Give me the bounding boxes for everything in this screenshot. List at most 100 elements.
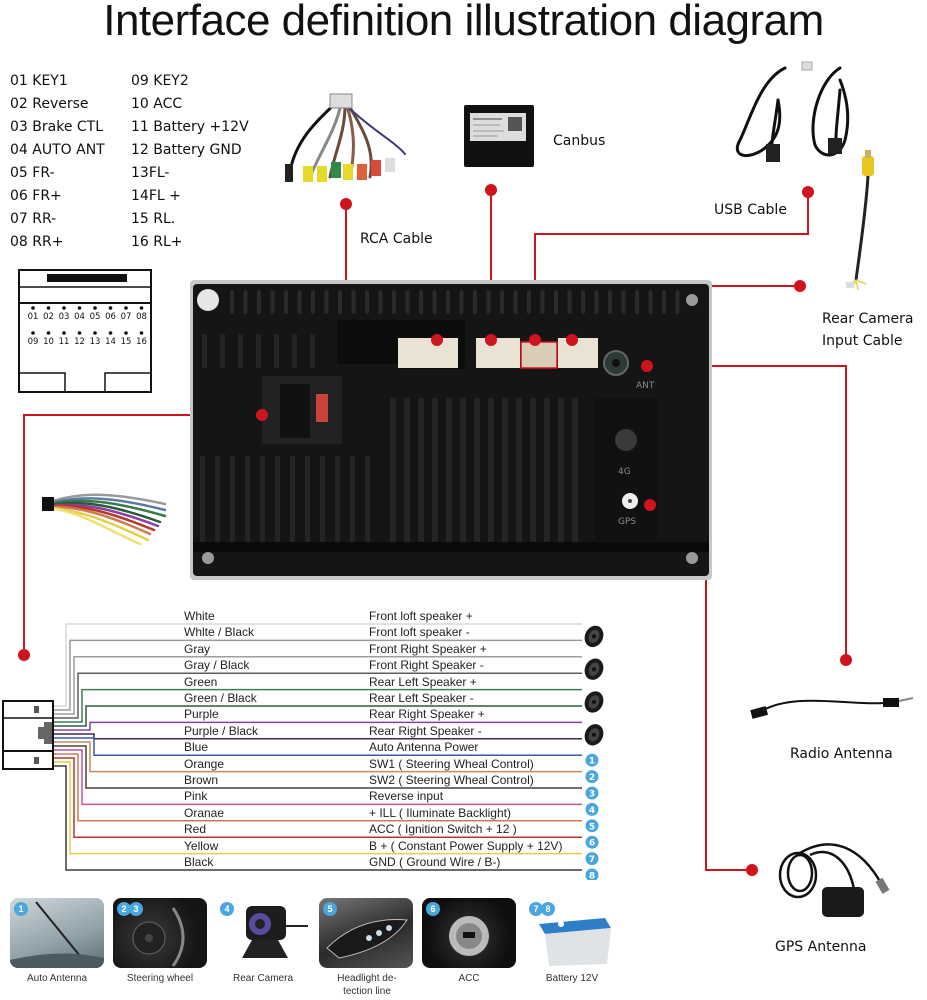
- pin-number: 07: [121, 312, 132, 322]
- wire-color-name: Whlte / Black: [184, 625, 255, 640]
- pin-number: 13: [90, 337, 101, 347]
- speaker-icon: [584, 691, 604, 713]
- rear-camera-cable-image: [846, 150, 874, 291]
- wire-function: Rear Right Speaker +: [369, 707, 485, 722]
- thumbnail-caption: ACC: [458, 973, 480, 984]
- pin-item: 14FL +: [131, 188, 181, 204]
- camera-connector-port: [558, 338, 598, 368]
- wire-line: [53, 757, 582, 838]
- wire-function: Front loft speaker -: [369, 625, 470, 640]
- terminal-number-badge: [585, 753, 599, 767]
- pin-item: 15 RL.: [131, 211, 176, 227]
- harness-plug: [2, 700, 54, 770]
- 4g-label: 4G: [618, 467, 631, 477]
- wire-color-name: Black: [184, 855, 214, 869]
- pin-item: 16 RL+: [131, 234, 183, 250]
- fuse: [316, 394, 328, 422]
- ant-label: ANT: [636, 381, 655, 391]
- terminal-number: 6: [589, 839, 595, 849]
- pin-dot: [93, 331, 97, 335]
- rca-cable-image: [285, 93, 406, 182]
- wire-line: [53, 741, 582, 773]
- pin-number: 16: [136, 337, 147, 347]
- pin-item: 09 KEY2: [131, 73, 189, 89]
- wire-function: B + ( Constant Power Supply + 12V): [369, 838, 563, 853]
- thumbnail-number-badge: 6: [426, 902, 440, 916]
- thumbnail-caption: Headlight de-tection line: [337, 973, 397, 997]
- thumbnail-caption: Rear Camera: [232, 973, 294, 984]
- pin-dot: [108, 331, 113, 335]
- pin-dot: [46, 306, 51, 310]
- pin-item: 07 RR-: [10, 211, 57, 227]
- pin-item: 13FL-: [131, 165, 170, 181]
- pin-dot: [77, 331, 82, 335]
- pin-number: 14: [105, 337, 116, 347]
- terminal-number-badge: [585, 770, 599, 784]
- wire-line: [53, 656, 582, 715]
- wire-line: [53, 623, 582, 707]
- radio-antenna-image: [750, 697, 914, 719]
- gps-antenna-label: GPS Antenna: [775, 939, 867, 955]
- wire-color-name: Brown: [184, 773, 219, 787]
- terminal-number: 3: [589, 790, 595, 800]
- heat-sink-fins: [193, 334, 709, 552]
- usb-cable-image: [736, 61, 850, 162]
- wire-color-name: Gray: [184, 641, 211, 656]
- 4g-port: [615, 429, 637, 451]
- pin-number: 08: [136, 312, 147, 322]
- pin-number: 09: [28, 337, 39, 347]
- wire-color-name: Green: [184, 674, 218, 689]
- pin-number: 02: [43, 312, 54, 322]
- wire-function: Reverse input: [369, 789, 444, 804]
- pin-dot: [62, 306, 66, 310]
- wire-color-name: Oranae: [184, 805, 225, 820]
- pin-dot: [139, 306, 144, 310]
- thumbnail-caption: Auto Antenna: [26, 973, 88, 984]
- speaker-icon: [584, 724, 604, 746]
- callout-dot-gps: [746, 864, 758, 876]
- wire-function: Auto Antenna Power: [369, 740, 479, 755]
- pin-number: 12: [74, 337, 85, 347]
- terminal-number: 7: [589, 855, 595, 865]
- pin-item: 11 Battery +12V: [131, 119, 249, 135]
- pin-number: 15: [121, 337, 132, 347]
- wire-line: [53, 753, 582, 822]
- connector-key-bar: [47, 274, 127, 282]
- terminal-number: 5: [589, 822, 595, 832]
- screw-icon: [197, 289, 219, 311]
- pin-item: 02 Reverse: [10, 96, 89, 112]
- thumbnail-number-badge: 5: [323, 902, 337, 916]
- pin-list-right: 09 KEY2 10 ACC 11 Battery +12V 12 Batter…: [131, 70, 249, 254]
- wire-color-name: Gray / Black: [184, 658, 250, 673]
- wire-color-name: Orange: [184, 756, 225, 771]
- pin-number: 05: [90, 312, 101, 322]
- pin-dot: [108, 306, 113, 310]
- screw-icon: [202, 552, 214, 564]
- canbus-connector-port: [476, 338, 520, 368]
- wire-line: [53, 749, 582, 806]
- thumbnail-number-badge: 7: [529, 902, 543, 916]
- thumbnail-number-badge: 2: [117, 902, 131, 916]
- pin-dot: [31, 306, 35, 310]
- wire-harness-image: [42, 493, 167, 546]
- wire-line: [53, 688, 582, 723]
- pin-item: 08 RR+: [10, 234, 64, 250]
- pin-number: 10: [43, 337, 54, 347]
- pin-item: 05 FR-: [10, 165, 55, 181]
- wire-color-name: Purple / Black: [184, 723, 259, 738]
- canbus-image: [464, 105, 534, 167]
- pin-number: 06: [105, 312, 116, 322]
- wire-function: SW2 ( Steering Wheal Control): [369, 773, 534, 787]
- pin-number: 04: [74, 312, 85, 322]
- wire-function: GND ( Ground Wire / B-): [369, 855, 501, 869]
- pin-dot: [77, 306, 82, 310]
- pin-item: 01 KEY1: [10, 73, 68, 89]
